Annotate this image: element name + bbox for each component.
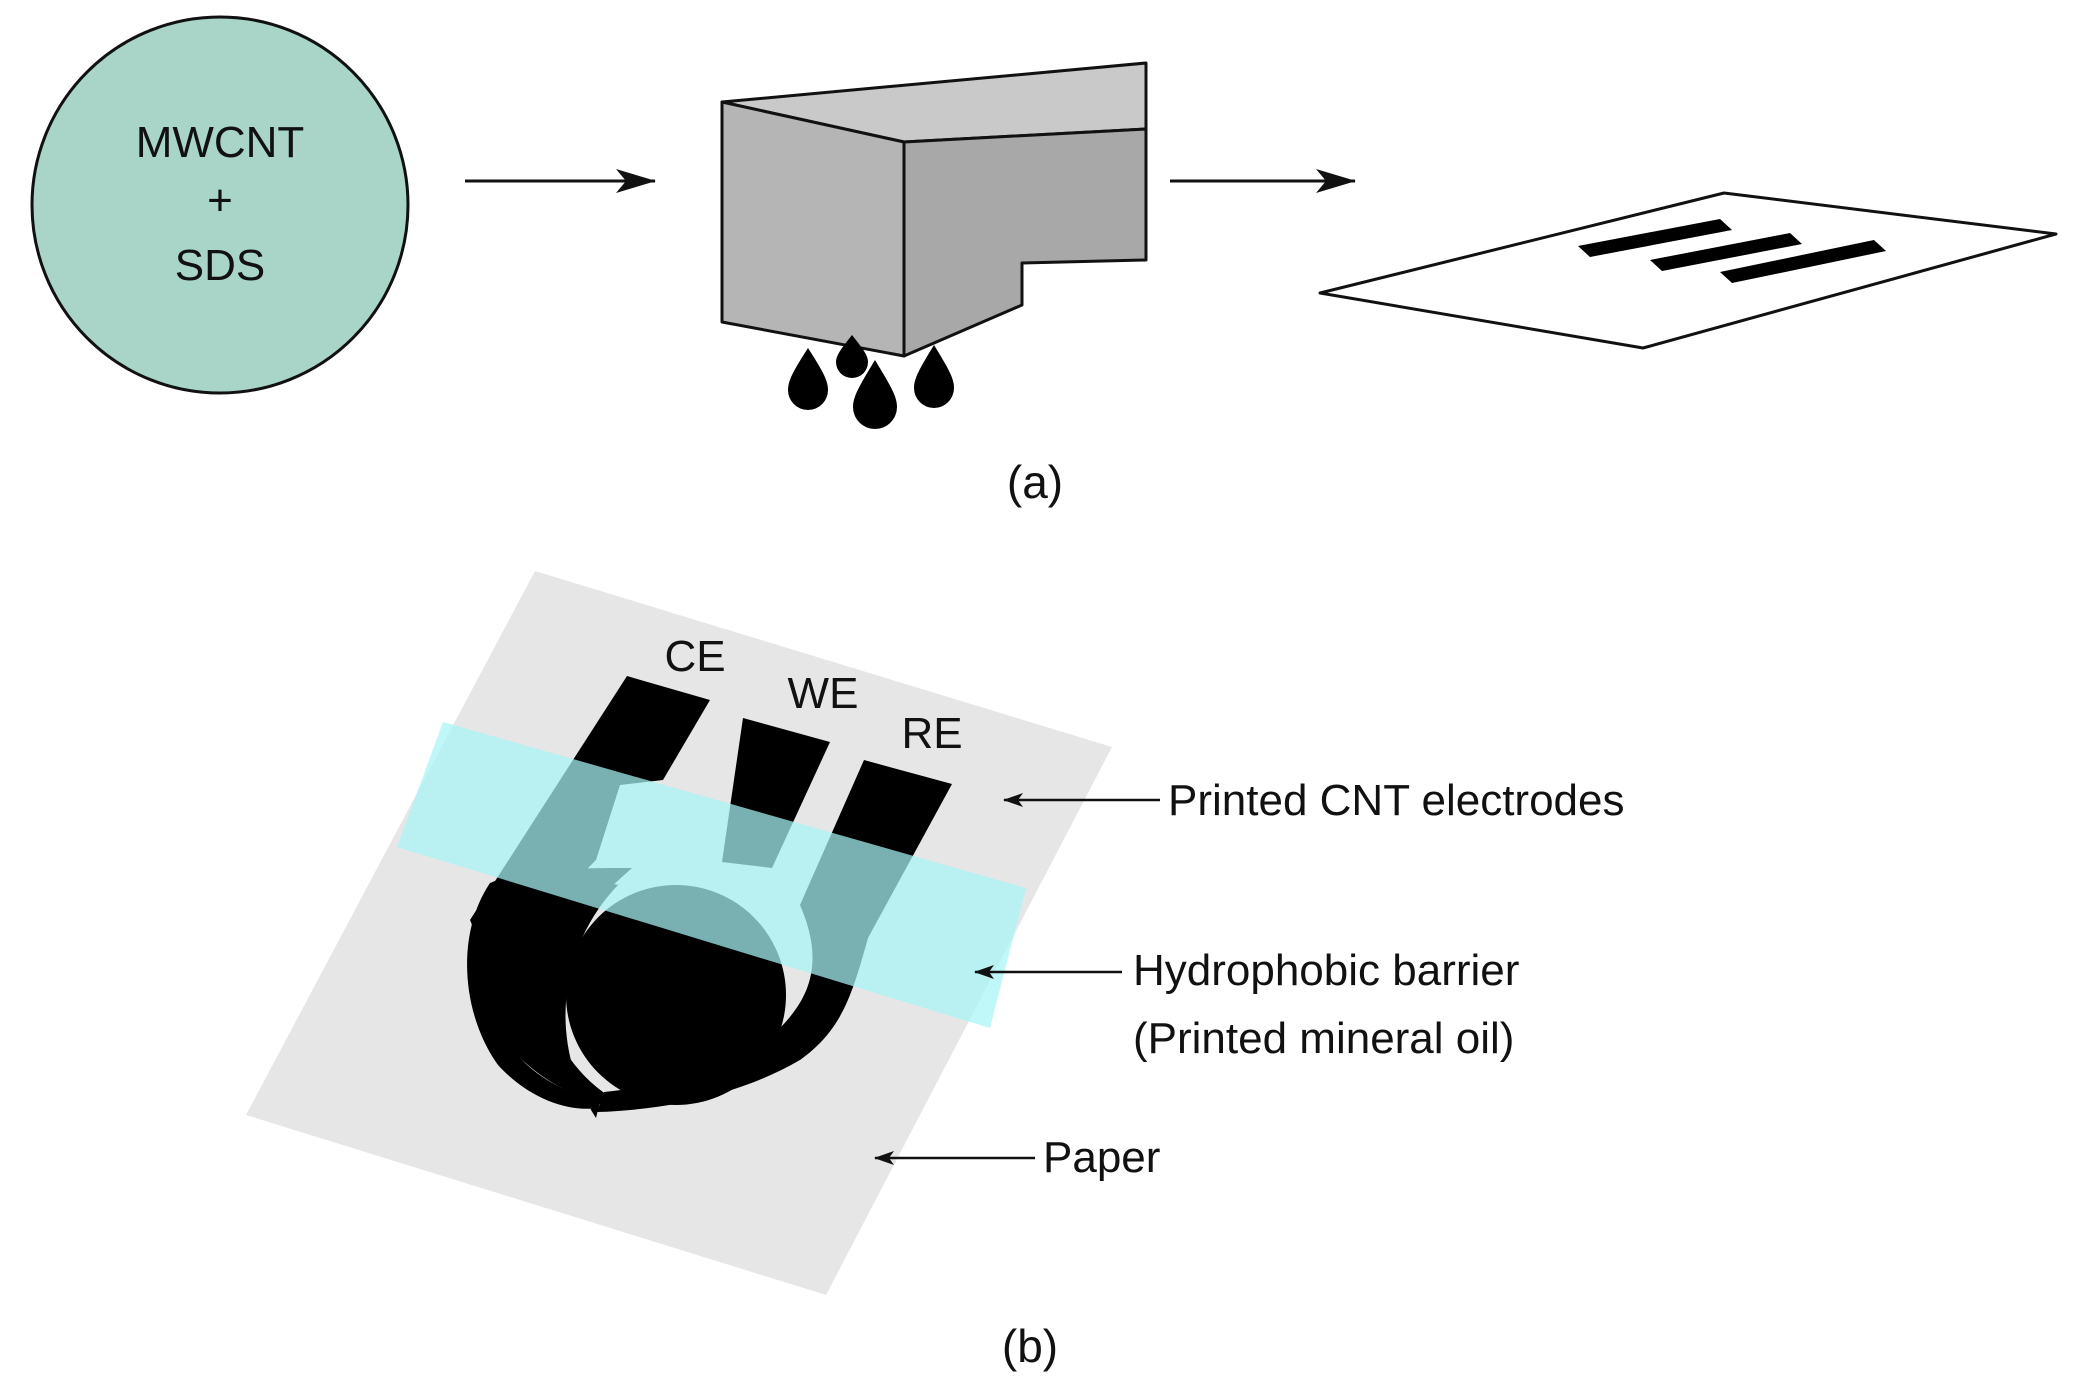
ink-droplet <box>914 345 954 408</box>
callout-label-electrodes: Printed CNT electrodes <box>1168 776 1625 825</box>
panel-a: MWCNT + SDS (a) <box>30 15 2058 508</box>
panel-b-label: (b) <box>1002 1320 1058 1372</box>
ink-droplets <box>788 335 954 429</box>
counter-electrode-arc <box>470 882 620 1118</box>
panel-b: CE WE RE Printed CNT electrodes Hydropho… <box>246 571 1625 1372</box>
callout-label-barrier-line1: Hydrophobic barrier <box>1133 946 1519 995</box>
re-label: RE <box>901 709 962 758</box>
solution-label-line1: MWCNT <box>136 118 305 167</box>
printhead-side-face <box>902 127 1148 358</box>
printed-electrode-strip <box>1720 240 1886 283</box>
ce-label: CE <box>664 632 725 681</box>
printed-paper-sheet <box>1318 191 2058 350</box>
printed-electrode-strip <box>1650 233 1802 271</box>
solution-label-line3: SDS <box>175 241 265 290</box>
we-label: WE <box>788 669 859 718</box>
ink-droplet <box>836 335 868 378</box>
paper-sheet-outline <box>1318 191 2058 350</box>
ink-droplet <box>788 348 828 410</box>
solution-label-line2: + <box>207 176 233 225</box>
mwcnt-sds-solution: MWCNT + SDS <box>30 15 410 395</box>
callout-label-paper: Paper <box>1043 1133 1160 1182</box>
printed-electrode-strip <box>1578 219 1732 257</box>
hydrophobic-barrier-band <box>397 722 1026 1028</box>
counter-electrode-u <box>467 868 632 1109</box>
inkjet-printhead <box>720 61 1148 358</box>
callout-label-barrier-line2: (Printed mineral oil) <box>1133 1014 1514 1063</box>
panel-a-label: (a) <box>1007 456 1063 508</box>
solution-circle <box>30 15 410 395</box>
ink-droplet <box>853 360 897 429</box>
printhead-front-face <box>720 100 906 358</box>
